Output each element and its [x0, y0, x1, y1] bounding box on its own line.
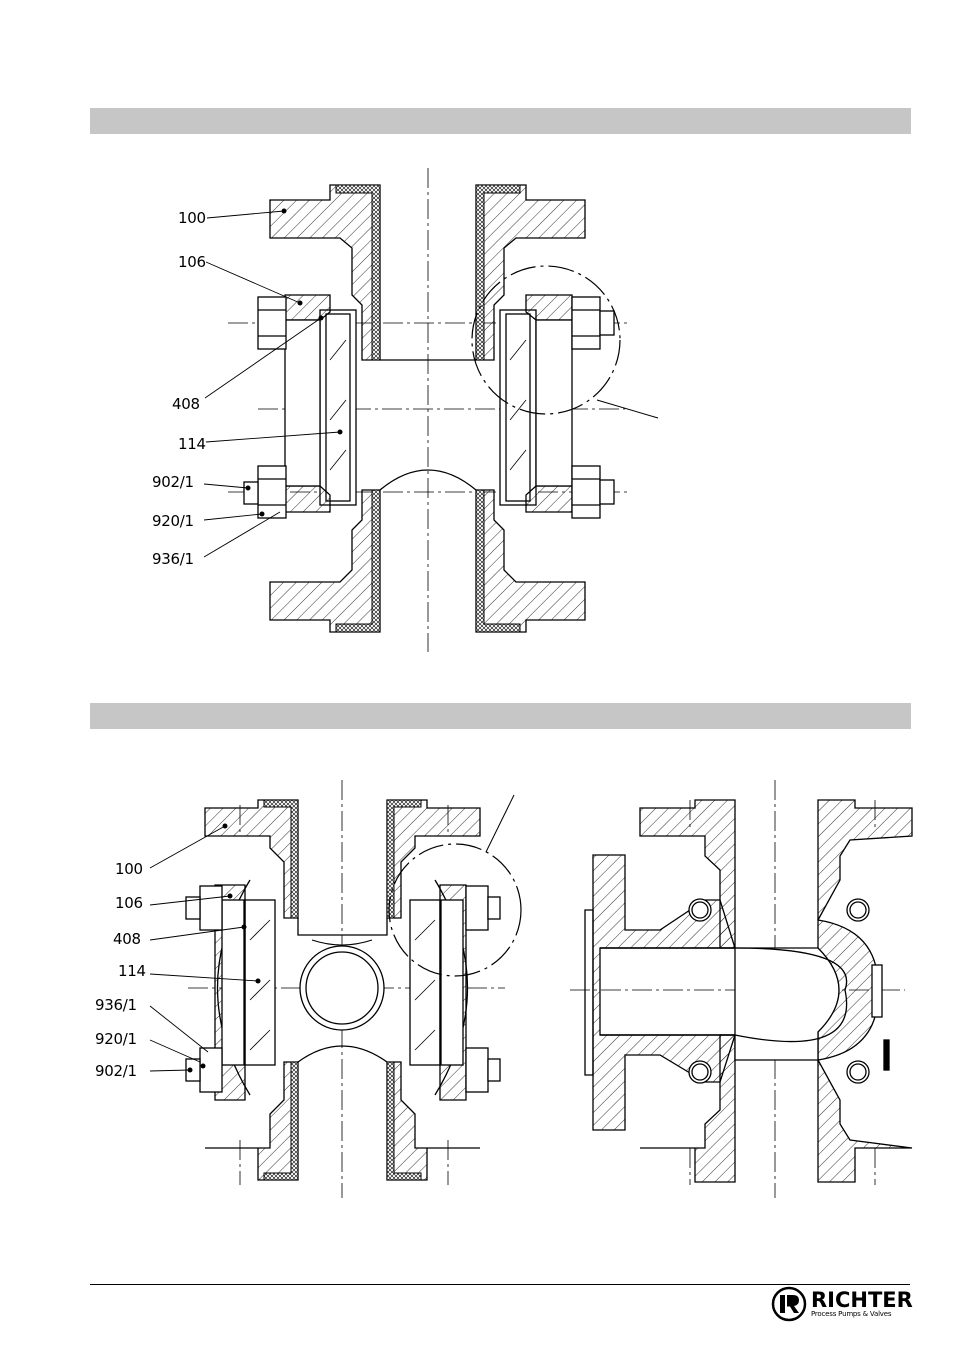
footer-rule [90, 1284, 910, 1285]
bottom-label-100: 100 [115, 860, 143, 878]
top-label-100: 100 [178, 209, 206, 227]
top-label-106: 106 [178, 253, 206, 271]
richter-logo: RICHTER Process Pumps & Valves [771, 1286, 911, 1322]
bottom-label-920-1: 920/1 [95, 1030, 137, 1048]
bottom-left-inner-port [300, 946, 384, 1030]
top-left-ring [285, 320, 320, 486]
brand-name: RICHTER [811, 1289, 913, 1311]
bottom-label-936-1: 936/1 [95, 996, 137, 1014]
top-right-ring [536, 320, 572, 486]
bottom-label-106: 106 [115, 894, 143, 912]
top-label-902-1: 902/1 [152, 473, 194, 491]
bottom-label-114: 114 [118, 962, 146, 980]
top-right-bolts [572, 297, 614, 518]
richter-logo-icon [771, 1286, 807, 1322]
bottom-left-section [150, 780, 521, 1198]
bottom-label-902-1: 902/1 [95, 1062, 137, 1080]
bottom-right-section [570, 780, 912, 1198]
top-sight-glass-section [204, 168, 658, 652]
brand-tagline: Process Pumps & Valves [811, 1310, 891, 1318]
top-left-bolts [244, 297, 286, 518]
top-label-114: 114 [178, 435, 206, 453]
top-label-936-1: 936/1 [152, 550, 194, 568]
top-label-408: 408 [172, 395, 200, 413]
top-label-920-1: 920/1 [152, 512, 194, 530]
bottom-label-408: 408 [113, 930, 141, 948]
